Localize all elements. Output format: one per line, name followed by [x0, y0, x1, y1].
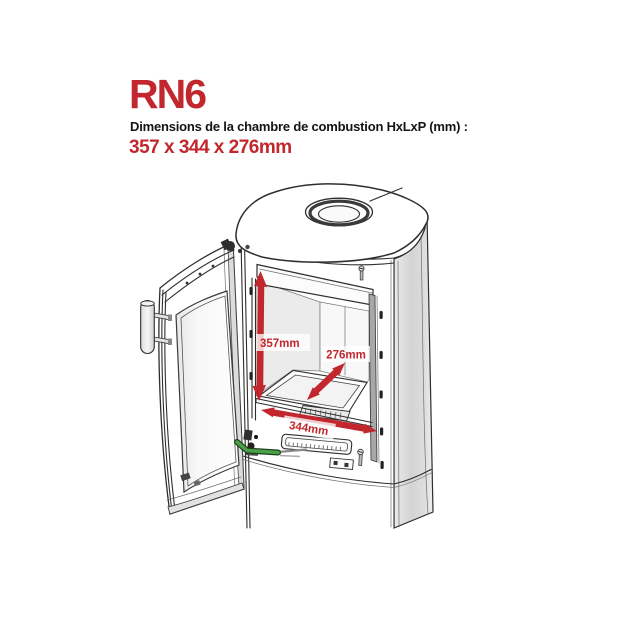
title-block: RN6 Dimensions de la chambre de combusti… — [129, 74, 599, 160]
side-panel — [393, 213, 434, 529]
front-lower-details — [242, 265, 432, 488]
latch-lever — [234, 439, 308, 458]
dimension-label-depth-bg — [322, 346, 370, 362]
screw-bolt-upper — [358, 265, 365, 281]
combustion-subtitle: Dimensions de la chambre de combustion H… — [130, 119, 468, 134]
door-top-hinge — [220, 238, 250, 253]
panel-seam-curve — [242, 455, 432, 485]
dimension-arrow-depth — [307, 363, 345, 400]
dimension-label-height: 357mm — [260, 338, 300, 350]
stove-top — [235, 183, 429, 263]
door-latch-parts — [180, 472, 201, 487]
dimension-label-height-bg — [256, 334, 310, 351]
dimension-arrow-width — [261, 407, 377, 434]
door-glass — [175, 290, 240, 494]
firebox-back-wall — [319, 301, 370, 383]
page-title: RN6 — [129, 71, 207, 117]
dimension-annotations: 357mm 276mm 344mm — [252, 271, 377, 440]
flue-collar — [304, 197, 374, 227]
stove-door — [140, 238, 259, 515]
top-plate-seam — [369, 187, 403, 202]
screw-plate — [329, 457, 354, 470]
handle-brackets — [153, 312, 172, 345]
right-jamb-strip — [368, 293, 378, 463]
fastener-slots-right — [379, 311, 384, 469]
dimensions-value: 357 x 344 x 276mm — [129, 137, 292, 159]
fastener-slots-left — [249, 287, 253, 380]
door-frame-screws — [185, 264, 215, 285]
dimension-label-depth: 276mm — [326, 350, 366, 362]
dimension-label-width-bg — [281, 415, 336, 440]
screw-bolt-lower — [357, 448, 364, 466]
door-handle — [140, 299, 172, 355]
